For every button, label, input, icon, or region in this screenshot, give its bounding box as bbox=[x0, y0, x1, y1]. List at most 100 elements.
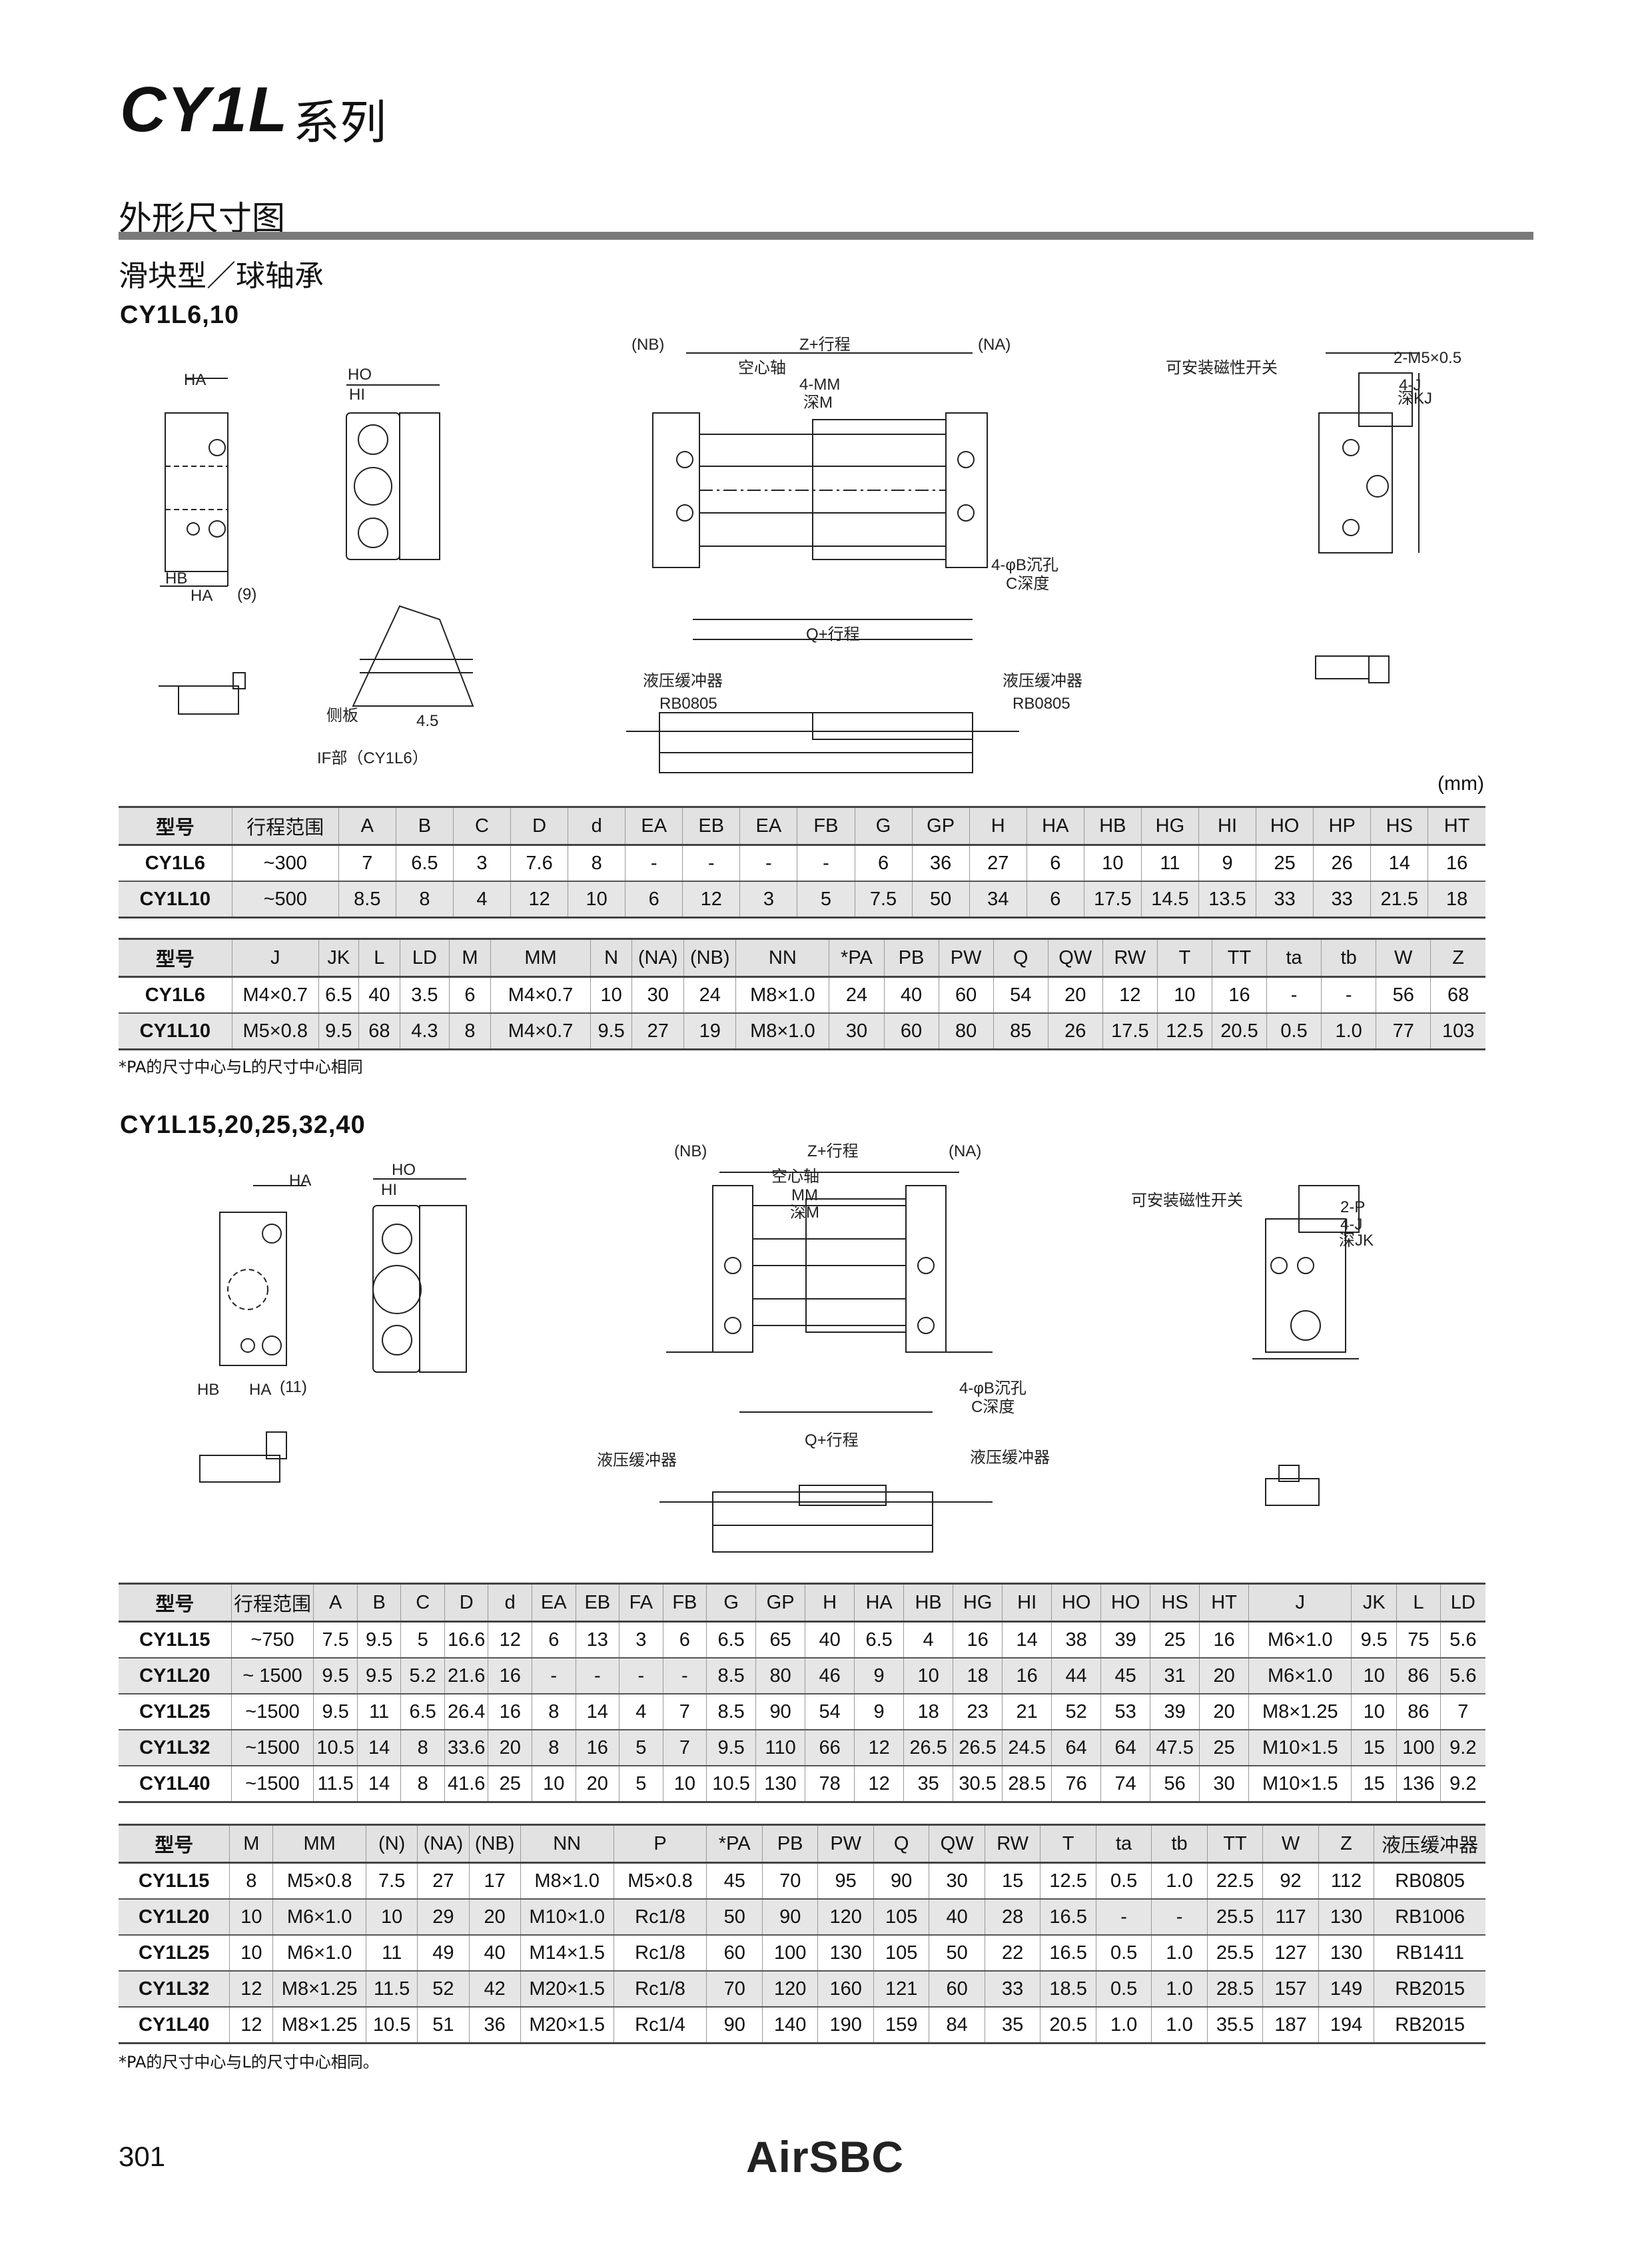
table-cell: 8.5 bbox=[706, 1694, 756, 1730]
table-cell: 9.5 bbox=[1351, 1621, 1397, 1659]
table-cell: 18 bbox=[1428, 881, 1485, 919]
table-header: HO bbox=[1051, 1583, 1101, 1623]
table-cell: 31 bbox=[1150, 1658, 1200, 1694]
table-cell: 60 bbox=[883, 1013, 939, 1050]
table-cell: 5.6 bbox=[1440, 1621, 1485, 1659]
footnote: *PA的尺寸中心与L的尺寸中心相同 bbox=[119, 1058, 363, 1076]
table-cell: 56 bbox=[1376, 976, 1431, 1014]
table-cell: M4×0.7 bbox=[490, 1013, 591, 1050]
series-title: CY1L bbox=[120, 74, 289, 145]
label-4j-2: 4-J bbox=[1340, 1216, 1362, 1234]
table-header: (NA) bbox=[417, 1824, 470, 1864]
label-jk: 深JK bbox=[1339, 1232, 1374, 1250]
table-cell: 4.3 bbox=[399, 1013, 450, 1050]
label-z-stroke-2: Z+行程 bbox=[807, 1142, 859, 1160]
table-cell: 9.5 bbox=[313, 1694, 358, 1730]
table-cell: 45 bbox=[706, 1862, 763, 1900]
table-cell: 6.5 bbox=[318, 976, 359, 1014]
table-row: CY1L10 ~500 8.5 8 4 12 10 6 12 3 5 7.5 5… bbox=[119, 881, 1485, 919]
table-cell: 121 bbox=[873, 1971, 929, 2008]
table-cell: M14×1.5 bbox=[520, 1935, 614, 1972]
table-cell: 29 bbox=[417, 1899, 470, 1936]
svg-text:HA: HA bbox=[289, 1172, 311, 1190]
spec-table-1b: 型号 J JK L LD M MM N (NA) (NB) NN *PA PB … bbox=[119, 938, 1485, 1050]
table-header: RW bbox=[984, 1824, 1040, 1864]
table-cell: 60 bbox=[929, 1971, 985, 2008]
table-header: HI bbox=[1198, 806, 1256, 846]
table-cell: 26.5 bbox=[953, 1730, 1003, 1766]
table-cell: - bbox=[619, 1658, 663, 1694]
table-cell: 5.2 bbox=[400, 1658, 445, 1694]
table-header: HG bbox=[953, 1583, 1003, 1623]
label-4j: 4-J bbox=[1399, 376, 1421, 394]
table-cell: 112 bbox=[1318, 1862, 1374, 1900]
table-header: (NA) bbox=[631, 938, 684, 978]
table-cell: 7 bbox=[662, 1694, 707, 1730]
label-rb0805-left: RB0805 bbox=[659, 695, 717, 713]
table-header: 型号 bbox=[119, 1824, 230, 1864]
table-cell: 56 bbox=[1150, 1766, 1200, 1803]
label-counterbore: 4-φB沉孔 bbox=[991, 556, 1058, 574]
table-cell: 8 bbox=[229, 1862, 273, 1900]
table-cell: 40 bbox=[805, 1621, 855, 1659]
table-cell: 33 bbox=[1256, 881, 1314, 919]
label-hollow-shaft: 空心轴 bbox=[738, 359, 786, 377]
table-cell: 130 bbox=[1318, 1899, 1374, 1936]
table-cell: 10 bbox=[568, 881, 625, 919]
table-cell: M8×1.0 bbox=[735, 976, 829, 1014]
table-header-row: 型号 J JK L LD M MM N (NA) (NB) NN *PA PB … bbox=[119, 938, 1485, 978]
label-na: (NA) bbox=[978, 336, 1011, 354]
table-header: T bbox=[1040, 1824, 1096, 1864]
label-m5: 2-M5×0.5 bbox=[1394, 349, 1461, 367]
table-cell: 12 bbox=[229, 2007, 273, 2044]
table-cell: 14 bbox=[356, 1766, 401, 1803]
table-cell: CY1L10 bbox=[119, 881, 232, 919]
table-cell: 10 bbox=[532, 1766, 576, 1803]
table-cell: 3.5 bbox=[399, 976, 450, 1014]
table-cell: 66 bbox=[805, 1730, 855, 1766]
table-cell: M6×1.0 bbox=[1248, 1658, 1352, 1694]
table-cell: ~750 bbox=[230, 1621, 314, 1659]
table-header: ta bbox=[1095, 1824, 1152, 1864]
table-cell: M8×1.0 bbox=[735, 1013, 829, 1050]
table-cell: 10.5 bbox=[706, 1766, 756, 1803]
table-cell: 34 bbox=[969, 881, 1027, 919]
table-cell: 54 bbox=[805, 1694, 855, 1730]
table-cell: 1.0 bbox=[1151, 1862, 1208, 1900]
table-cell: 35 bbox=[984, 2007, 1040, 2044]
label-4mm: 4-MM bbox=[799, 376, 840, 394]
table-cell: 16 bbox=[953, 1621, 1003, 1659]
table-header: 型号 bbox=[119, 1583, 232, 1623]
label-depth-m: 深M bbox=[803, 394, 833, 412]
table-cell: 15 bbox=[1351, 1766, 1397, 1803]
table-cell: 0.5 bbox=[1095, 1971, 1152, 2008]
table-header-row: 型号 行程范围 A B C D d EA EB FA FB G GP H HA … bbox=[119, 1583, 1485, 1623]
table-cell: 27 bbox=[631, 1013, 684, 1050]
label-9: (9) bbox=[237, 585, 256, 603]
table-cell: 6.5 bbox=[395, 845, 454, 882]
table-header: HB bbox=[1083, 806, 1142, 846]
table-cell: 16 bbox=[488, 1658, 532, 1694]
table-cell: 17.5 bbox=[1083, 881, 1142, 919]
label-na-2: (NA) bbox=[949, 1142, 981, 1160]
svg-text:HI: HI bbox=[349, 386, 365, 404]
table-cell: 130 bbox=[755, 1766, 805, 1803]
table-cell: CY1L15 bbox=[119, 1621, 232, 1659]
label-side-plate: 侧板 bbox=[326, 707, 358, 725]
table-cell: 30.5 bbox=[953, 1766, 1003, 1803]
table-header: tb bbox=[1321, 938, 1376, 978]
table-cell: 33.6 bbox=[444, 1730, 488, 1766]
table-cell: M5×0.8 bbox=[231, 1013, 319, 1050]
table-cell: 51 bbox=[417, 2007, 470, 2044]
table-cell: 7 bbox=[662, 1730, 707, 1766]
table-cell: 42 bbox=[468, 1971, 521, 2008]
table-header: PW bbox=[938, 938, 994, 978]
table-cell: 53 bbox=[1100, 1694, 1150, 1730]
table-cell: - bbox=[575, 1658, 620, 1694]
table-header: FB bbox=[662, 1583, 707, 1623]
table-cell: 4 bbox=[452, 881, 511, 919]
